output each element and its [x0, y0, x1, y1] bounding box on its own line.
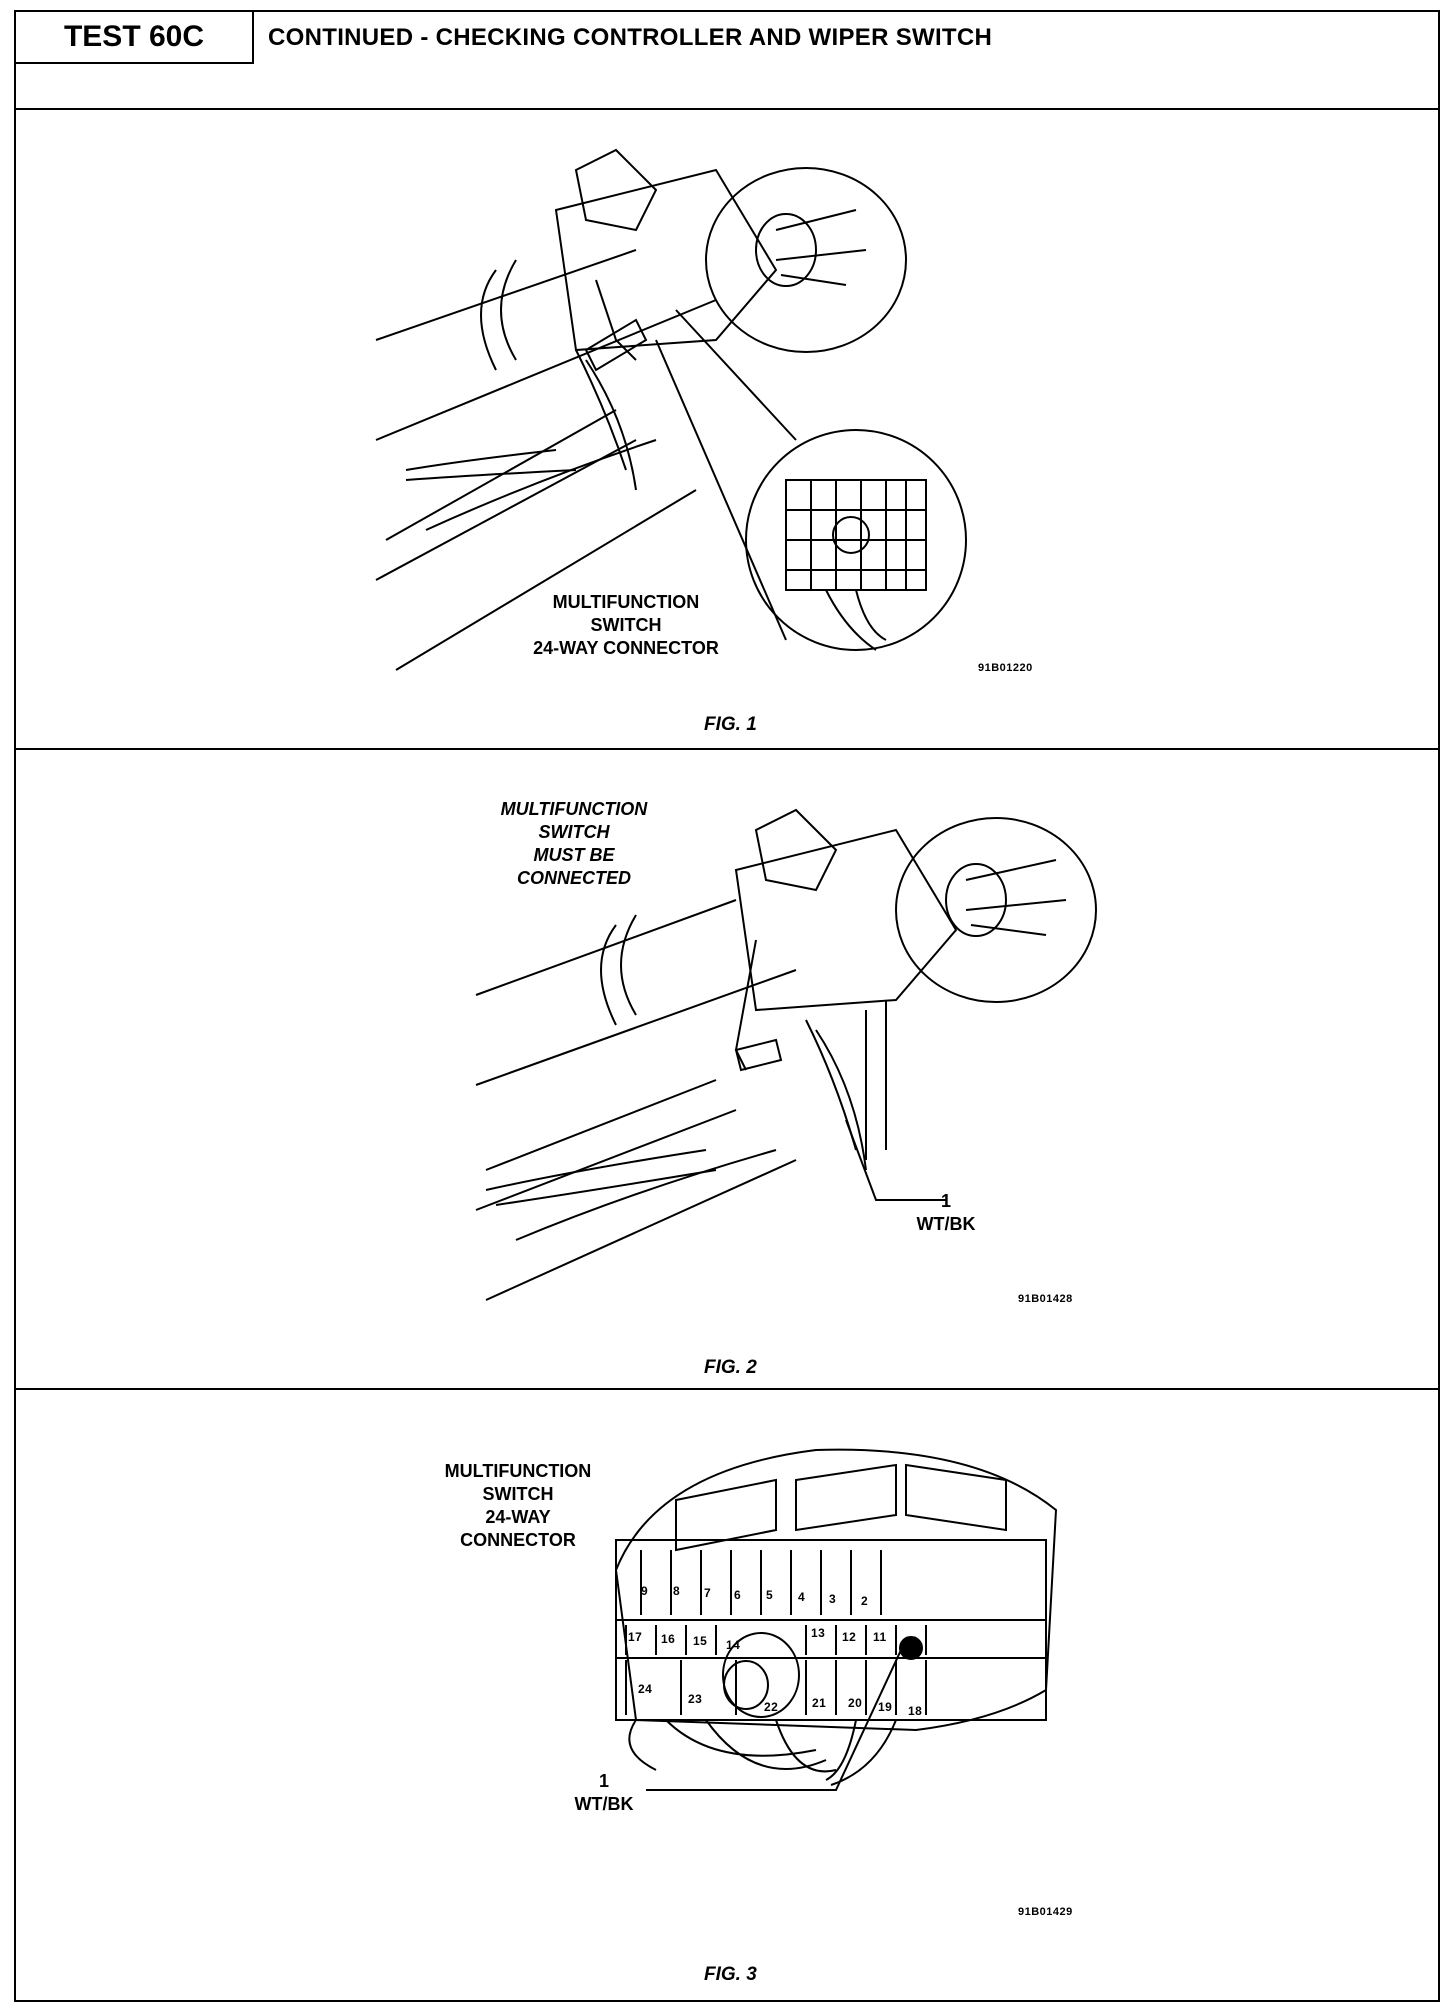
- fig3-wire-color: WT/BK: [574, 1794, 634, 1814]
- fig3-label-line-3: 24-WAY: [485, 1507, 551, 1527]
- pin-4: 4: [798, 1590, 806, 1604]
- pin-14: 14: [726, 1638, 741, 1652]
- document-frame: TEST 60C CONTINUED - CHECKING CONTROLLER…: [14, 10, 1440, 2002]
- test-id: TEST 60C: [16, 12, 254, 64]
- figure-1-illustration: [375, 148, 967, 671]
- test-header: TEST 60C CONTINUED - CHECKING CONTROLLER…: [16, 12, 1438, 110]
- fig2-code: 91B01428: [1018, 1293, 1073, 1305]
- test-title: CONTINUED - CHECKING CONTROLLER AND WIPE…: [268, 24, 993, 51]
- figure-2-illustration: [475, 808, 1097, 1301]
- fig1-code: 91B01220: [978, 662, 1033, 674]
- pin-6: 6: [734, 1588, 742, 1602]
- pin-15: 15: [693, 1634, 708, 1648]
- pin-11: 11: [873, 1630, 887, 1644]
- fig2-label: MULTIFUNCTION SWITCH MUST BE CONNECTED: [454, 798, 694, 890]
- figure-3-panel: 9 8 7 6 5 4 3 2 17 16 15 14 13 12 11 10 …: [16, 1390, 1438, 2002]
- pin-5: 5: [766, 1588, 774, 1602]
- pin-18: 18: [908, 1704, 923, 1718]
- fig2-pin-label: 1 WT/BK: [906, 1190, 986, 1236]
- pin-19: 19: [878, 1700, 893, 1714]
- pin-2: 2: [861, 1594, 869, 1608]
- pin-8: 8: [673, 1584, 681, 1598]
- figure-3-illustration: [614, 1448, 1058, 1791]
- fig2-caption: FIG. 2: [704, 1357, 757, 1378]
- pin-24: 24: [638, 1682, 653, 1696]
- pin-12: 12: [842, 1630, 857, 1644]
- fig2-wire-color: WT/BK: [916, 1214, 976, 1234]
- fig2-pin-number: 1: [940, 1191, 951, 1211]
- pin-21: 21: [812, 1696, 827, 1710]
- pin-3: 3: [829, 1592, 837, 1606]
- fig3-label-line-1: MULTIFUNCTION: [444, 1461, 592, 1481]
- fig3-pin-label: 1 WT/BK: [564, 1770, 644, 1816]
- fig1-caption: FIG. 1: [704, 714, 757, 735]
- pin-9: 9: [641, 1584, 649, 1598]
- fig3-code: 91B01429: [1018, 1906, 1073, 1918]
- fig1-label-line-3: 24-WAY CONNECTOR: [533, 638, 719, 658]
- fig2-label-line-3: MUST BE: [533, 845, 615, 865]
- fig1-label: MULTIFUNCTION SWITCH 24-WAY CONNECTOR: [506, 591, 746, 660]
- pin-16: 16: [661, 1632, 676, 1646]
- fig3-label-line-2: SWITCH: [482, 1484, 554, 1504]
- fig3-pin-number: 1: [598, 1771, 609, 1791]
- pin-23: 23: [688, 1692, 703, 1706]
- fig3-label: MULTIFUNCTION SWITCH 24-WAY CONNECTOR: [418, 1460, 618, 1552]
- fig3-label-line-4: CONNECTOR: [460, 1530, 576, 1550]
- pin-13: 13: [811, 1626, 826, 1640]
- pin-22: 22: [764, 1700, 779, 1714]
- figure-1-panel: MULTIFUNCTION SWITCH 24-WAY CONNECTOR 91…: [16, 110, 1438, 750]
- fig2-label-line-2: SWITCH: [538, 822, 610, 842]
- fig1-label-line-1: MULTIFUNCTION: [552, 592, 700, 612]
- pin-10: 10: [904, 1634, 919, 1648]
- pin-17: 17: [628, 1630, 643, 1644]
- fig1-label-line-2: SWITCH: [590, 615, 662, 635]
- fig3-caption: FIG. 3: [704, 1964, 757, 1985]
- figure-2-panel: MULTIFUNCTION SWITCH MUST BE CONNECTED 1…: [16, 750, 1438, 1390]
- pin-20: 20: [848, 1696, 863, 1710]
- fig2-label-line-1: MULTIFUNCTION: [500, 799, 648, 819]
- fig2-label-line-4: CONNECTED: [516, 868, 631, 888]
- pin-7: 7: [704, 1586, 712, 1600]
